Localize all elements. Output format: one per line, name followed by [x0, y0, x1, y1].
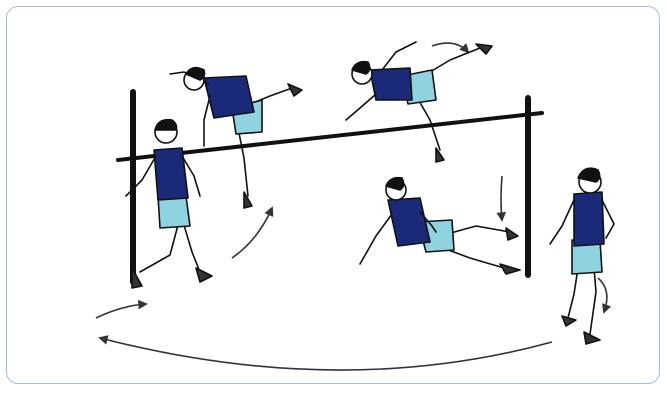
athlete-figure-clearing [170, 68, 302, 208]
athlete-figure-layout [346, 42, 492, 162]
approach-arrow [96, 304, 146, 318]
athlete-figure-landing [360, 178, 520, 274]
landing-arrow [598, 278, 607, 312]
athlete-figure-walking [550, 168, 614, 344]
descent-arrow [501, 176, 502, 220]
takeoff-arrow [232, 208, 272, 258]
athlete-figure-takeoff [126, 120, 212, 288]
swing-arrow [432, 43, 468, 52]
return-arrow [100, 338, 552, 370]
